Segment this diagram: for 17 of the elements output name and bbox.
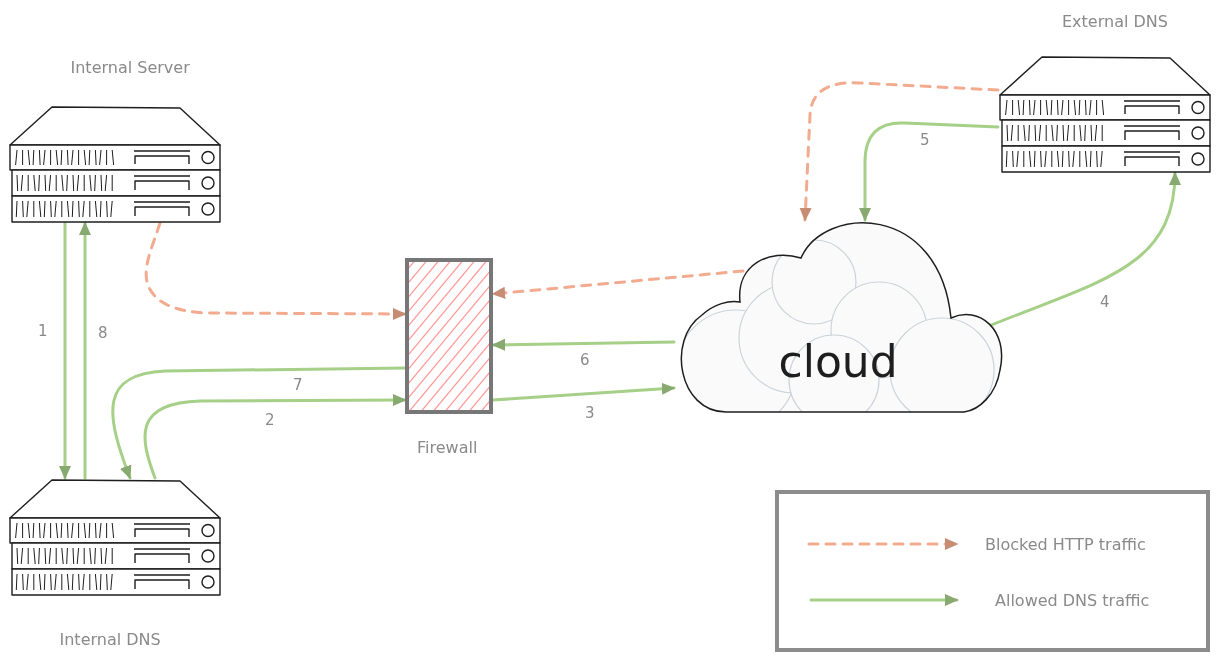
dashed-arrow bbox=[144, 221, 407, 320]
arrow bbox=[111, 366, 407, 480]
legend-text: Allowed DNS traffic bbox=[995, 590, 1150, 610]
dashed-arrow bbox=[799, 81, 1000, 222]
arrow bbox=[858, 121, 1000, 222]
arrow bbox=[78, 221, 92, 480]
dashed-arrow bbox=[491, 269, 745, 299]
arrow bbox=[491, 338, 676, 351]
cloud-label: cloud bbox=[778, 336, 898, 389]
server-label: Internal Server bbox=[70, 58, 190, 78]
firewall-label: Firewall bbox=[417, 438, 478, 458]
legend-text: Blocked HTTP traffic bbox=[985, 534, 1146, 554]
arrow bbox=[143, 394, 407, 480]
arrow bbox=[491, 382, 676, 402]
arrow bbox=[58, 221, 72, 480]
server-label: External DNS bbox=[1062, 12, 1168, 32]
server-label: Internal DNS bbox=[59, 630, 161, 650]
